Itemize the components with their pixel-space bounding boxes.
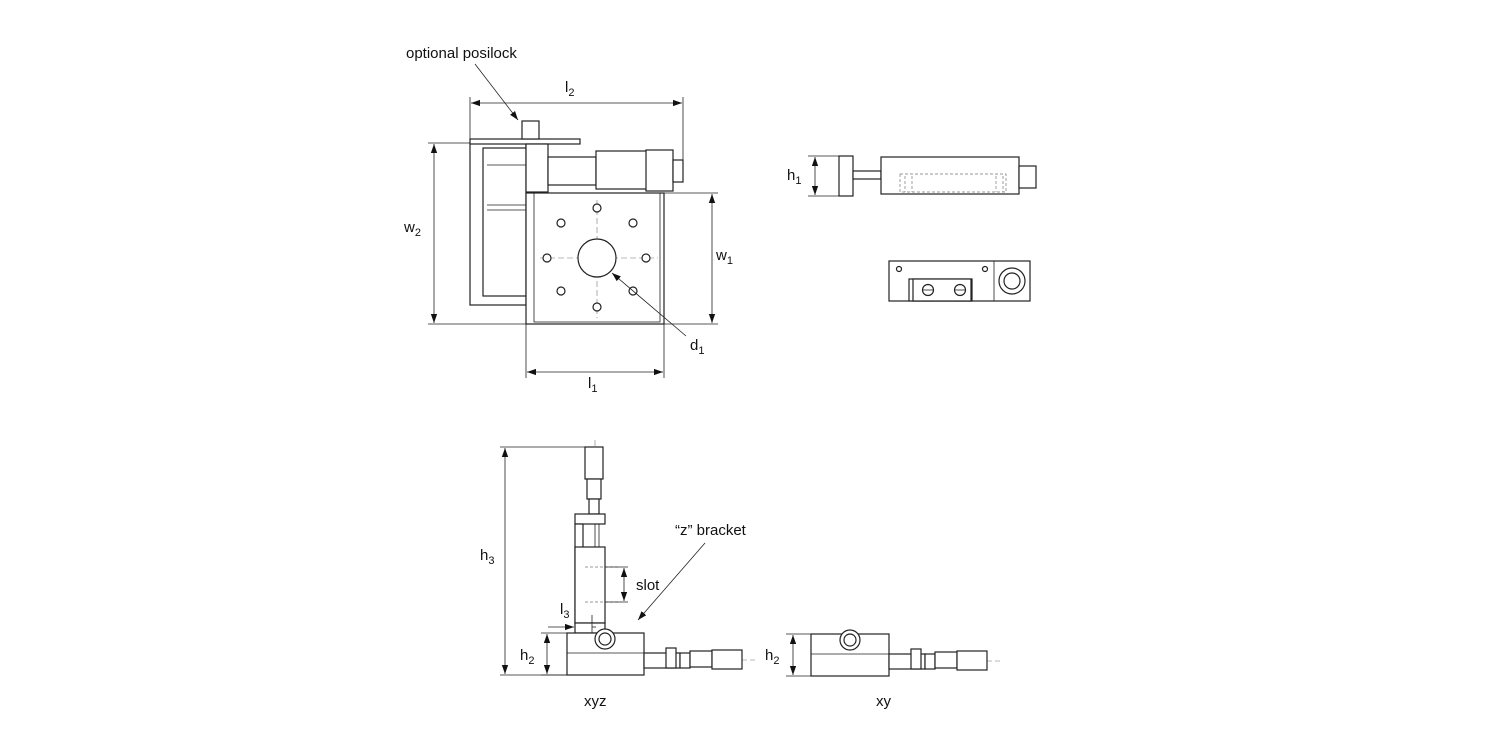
xyz-view: h3 slot “z” bracket l3 h2 xyz [480, 440, 755, 710]
micrometer-carriage [525, 143, 549, 193]
micrometer-sleeve [547, 156, 597, 186]
h3-label: h3 [480, 547, 494, 567]
micrometer-barrel [595, 150, 649, 190]
side-view-stem [852, 170, 882, 180]
xyz-micrometer-body [689, 650, 713, 668]
z-micrometer-barrel [586, 478, 602, 500]
w1-label: w1 [715, 247, 733, 267]
end-view [888, 260, 1031, 302]
xyz-caption: xyz [584, 693, 607, 710]
xy-micrometer-thimble [956, 650, 988, 671]
top-plate [469, 138, 581, 145]
main-stage-inner [533, 192, 661, 323]
xyz-lock-knob-inner [598, 632, 612, 646]
z-bracket-label: “z” bracket [675, 522, 747, 539]
side-view-knob [1018, 165, 1037, 189]
xy-micrometer-sleeve [910, 648, 922, 670]
micrometer-thimble [645, 149, 674, 192]
z-stage-block [574, 546, 606, 624]
d1-leader [611, 272, 687, 337]
xy-micrometer-body [934, 651, 958, 669]
l2-label: l2 [565, 79, 574, 99]
xyz-micrometer-barrel [679, 652, 691, 669]
z-bracket-top [574, 513, 606, 525]
xy-view: h2 xy [765, 629, 1000, 710]
side-view-end-plate [838, 155, 854, 197]
mounting-hole [592, 302, 602, 312]
mounting-hole [556, 286, 566, 296]
z-micrometer-sleeve [588, 498, 600, 515]
z-micrometer-thimble [584, 446, 604, 480]
mounting-hole [542, 253, 552, 263]
mounting-hole [556, 218, 566, 228]
side-rail-inner [482, 147, 527, 297]
z-bracket-leader [637, 542, 706, 621]
xy-micrometer-barrel [924, 653, 936, 670]
small-hole [981, 265, 989, 273]
h2-xyz-label: h2 [520, 647, 534, 667]
side-view-body [880, 156, 1020, 195]
xy-caption: xy [876, 693, 892, 710]
xyz-micrometer-sleeve [665, 647, 677, 669]
w2-label: w2 [403, 219, 421, 239]
h1-label: h1 [787, 167, 801, 187]
micrometer-cap [672, 159, 684, 183]
side-view: h1 [787, 155, 1037, 197]
l3-label: l3 [560, 601, 569, 621]
optional-posilock-label: optional posilock [406, 45, 517, 62]
l1-label: l1 [588, 375, 597, 395]
h2-xy-label: h2 [765, 647, 779, 667]
xy-lock-knob-inner [843, 633, 857, 647]
mounting-hole [641, 253, 651, 263]
d1-label: d1 [690, 337, 704, 357]
slot-label: slot [636, 577, 660, 594]
mounting-hole [592, 203, 602, 213]
xyz-micrometer-thimble [711, 649, 743, 670]
micrometer-end-inner [1003, 272, 1021, 290]
posilock-leader [474, 63, 519, 121]
top-view: l2 optional posilock w2 w1 d1 l1 [403, 45, 733, 395]
small-hole [895, 265, 903, 273]
center-hole [577, 238, 617, 278]
posilock-knob [521, 120, 540, 140]
mounting-hole [628, 218, 638, 228]
